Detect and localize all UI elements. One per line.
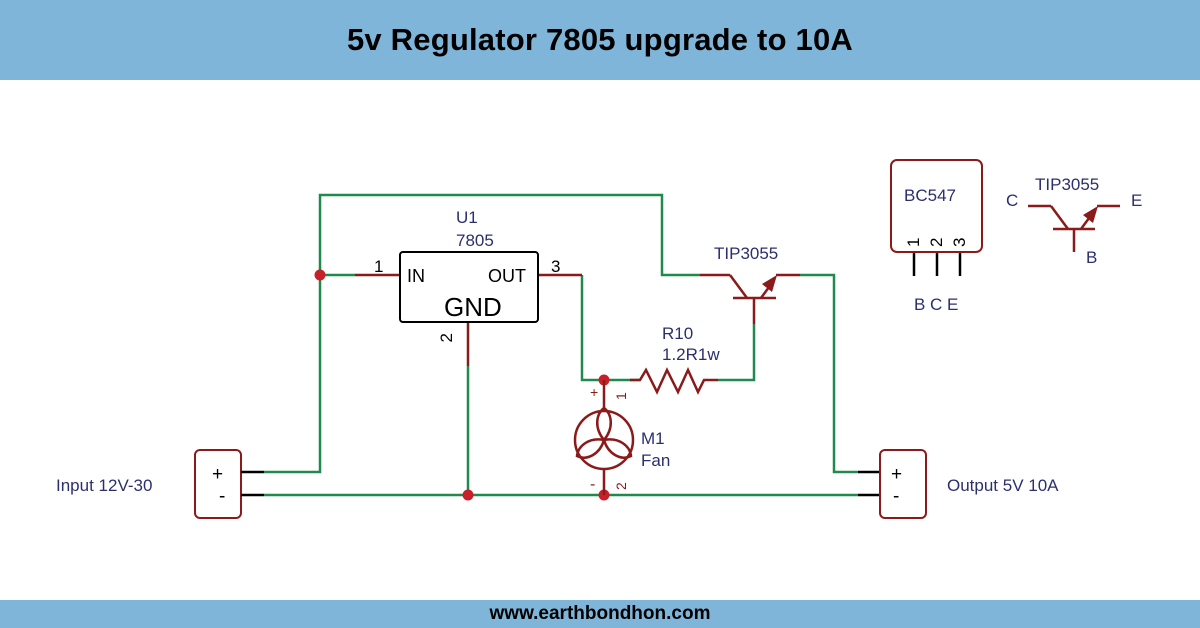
fan-pin2-number: 2 <box>613 482 629 490</box>
tip3055-emitter-label: E <box>1131 191 1142 210</box>
footer-banner: www.earthbondhon.com <box>0 600 1200 628</box>
fan-ref: M1 <box>641 429 665 448</box>
fan-pin1-number: 1 <box>613 392 629 400</box>
input-plus-label: + <box>212 464 223 485</box>
tip3055-pinout: TIP3055 C E B <box>1006 175 1142 267</box>
transistor-value: TIP3055 <box>714 244 778 263</box>
regulator-value: 7805 <box>456 231 494 250</box>
output-connector: + - Output 5V 10A <box>858 449 1059 519</box>
tip-collector-line <box>1049 205 1070 230</box>
title-banner: 5v Regulator 7805 upgrade to 10A <box>0 0 1200 80</box>
tip3055-name: TIP3055 <box>1035 175 1099 194</box>
wire-resistor-to-base <box>718 324 756 382</box>
regulator-u1: U1 7805 IN OUT GND 1 3 2 <box>355 208 582 366</box>
regulator-ref: U1 <box>456 208 478 227</box>
output-label: Output 5V 10A <box>947 476 1059 495</box>
fan-plus-label: + <box>590 384 598 400</box>
bc547-pin-letters: B C E <box>914 295 958 314</box>
fan-m1: M1 Fan + - 1 2 <box>573 380 670 495</box>
page-title: 5v Regulator 7805 upgrade to 10A <box>346 22 853 57</box>
tip3055-base-label: B <box>1086 248 1097 267</box>
junction-dot <box>462 489 474 501</box>
bc547-pinout: BC547 1 2 3 B C E <box>890 159 983 314</box>
bc547-pin-2: 2 <box>927 238 946 247</box>
wires <box>264 193 858 497</box>
wire-input-positive <box>264 193 700 474</box>
bc547-name: BC547 <box>904 186 956 205</box>
fan-minus-label: - <box>590 476 595 493</box>
output-minus-label: - <box>893 486 899 507</box>
output-connector-body <box>879 449 927 519</box>
input-label: Input 12V-30 <box>56 476 152 495</box>
tip-emitter-arrow-icon <box>1083 206 1098 223</box>
resistor-value: 1.2R1w <box>662 345 720 364</box>
website-link[interactable]: www.earthbondhon.com <box>489 603 711 624</box>
transistor-tip3055: TIP3055 <box>700 244 800 324</box>
fan-circle <box>573 409 635 471</box>
emitter-arrow-icon <box>762 275 777 292</box>
bc547-body <box>890 159 983 253</box>
pin-in-label: IN <box>407 266 425 286</box>
pin-in-number: 1 <box>374 257 383 276</box>
input-connector-body <box>194 449 242 519</box>
pin-gnd-label: GND <box>444 292 502 322</box>
pin-gnd-number: 2 <box>437 333 456 342</box>
output-plus-label: + <box>891 464 902 485</box>
regulator-body <box>399 251 539 323</box>
resistor-zigzag <box>630 366 718 395</box>
input-minus-label: - <box>219 486 225 507</box>
fan-blades-icon <box>575 406 633 459</box>
input-connector: Input 12V-30 + - <box>56 449 264 519</box>
bc547-pin-1: 1 <box>904 238 923 247</box>
collector-line <box>728 274 749 299</box>
fan-value: Fan <box>641 451 670 470</box>
resistor-ref: R10 <box>662 324 693 343</box>
tip3055-collector-label: C <box>1006 191 1018 210</box>
wire-emitter-to-output <box>800 273 858 474</box>
pin-out-number: 3 <box>551 257 560 276</box>
junction-dot <box>314 269 326 281</box>
resistor-r10: R10 1.2R1w <box>630 324 720 395</box>
pin-out-label: OUT <box>488 266 526 286</box>
wire-out-to-resistor <box>580 275 640 382</box>
bc547-pin-3: 3 <box>950 238 969 247</box>
